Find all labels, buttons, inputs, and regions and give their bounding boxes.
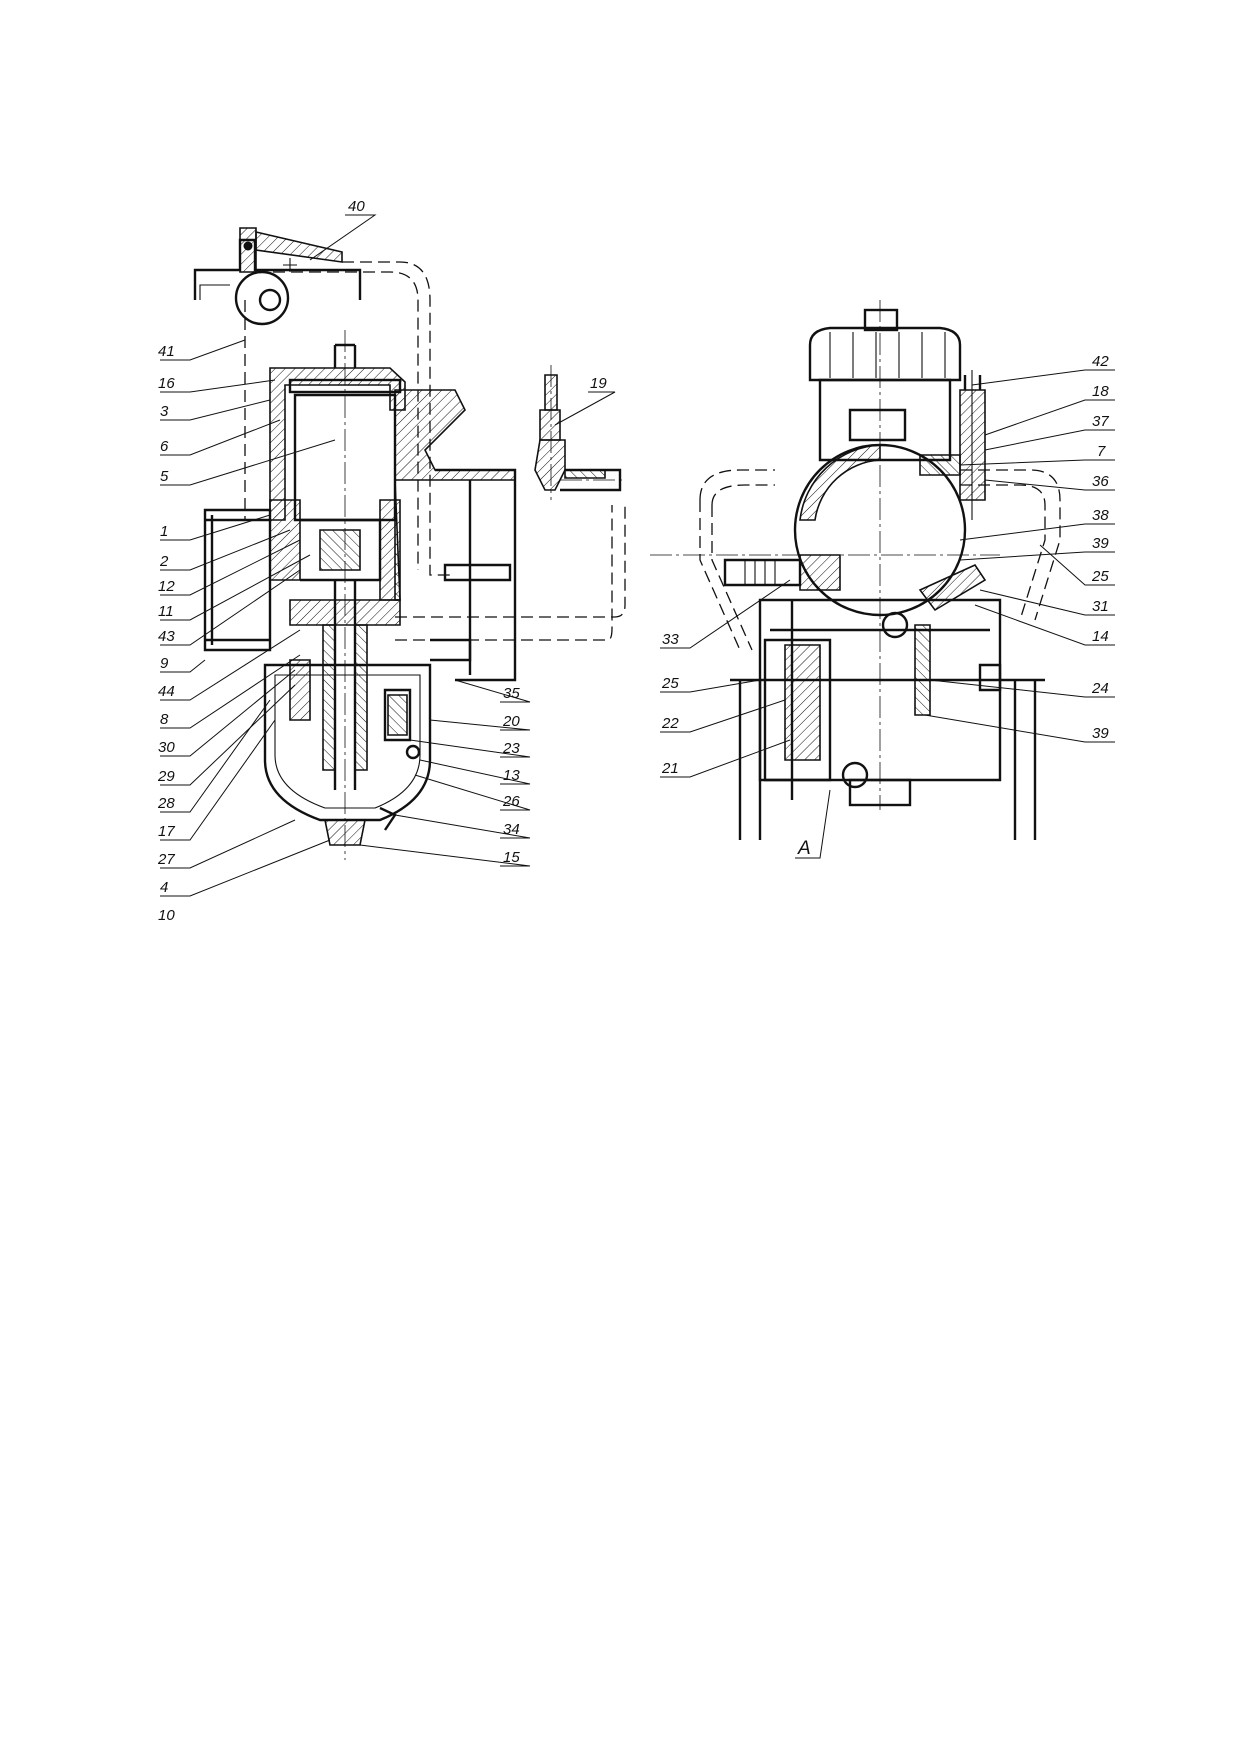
callout-24: 24 — [1091, 680, 1109, 697]
callout-31: 31 — [1092, 598, 1109, 615]
callout-33: 33 — [662, 631, 679, 648]
left-section-view — [193, 227, 626, 860]
callout-9: 9 — [160, 655, 169, 672]
callout-20: 20 — [502, 713, 520, 730]
callout-12: 12 — [158, 578, 175, 595]
callout-42: 42 — [1092, 353, 1109, 370]
callout-labels: 40 41 16 3 6 5 1 2 12 11 43 9 44 8 30 29… — [157, 198, 1109, 924]
callout-10: 10 — [158, 907, 175, 924]
callout-40: 40 — [348, 198, 365, 215]
callout-3: 3 — [160, 403, 169, 420]
callout-25: 25 — [1091, 568, 1109, 585]
callout-27: 27 — [157, 851, 175, 868]
right-side-view — [650, 300, 1061, 840]
callout-41: 41 — [158, 343, 175, 360]
callout-17: 17 — [158, 823, 175, 840]
callout-39: 39 — [1092, 535, 1109, 552]
callout-4: 4 — [160, 879, 168, 896]
callout-15: 15 — [503, 849, 520, 866]
callout-7: 7 — [1097, 443, 1106, 460]
callout-5: 5 — [160, 468, 169, 485]
callout-26: 26 — [502, 793, 520, 810]
callout-21: 21 — [661, 760, 679, 777]
callout-25-left: 25 — [661, 675, 679, 692]
callout-28: 28 — [157, 795, 175, 812]
callout-14: 14 — [1092, 628, 1109, 645]
callout-11: 11 — [158, 603, 174, 620]
callout-13: 13 — [503, 767, 520, 784]
callout-38: 38 — [1092, 507, 1109, 524]
callout-23: 23 — [502, 740, 520, 757]
callout-43: 43 — [158, 628, 175, 645]
callout-36: 36 — [1092, 473, 1109, 490]
callout-8: 8 — [160, 711, 169, 728]
callout-22: 22 — [661, 715, 679, 732]
callout-18: 18 — [1092, 383, 1109, 400]
callout-16: 16 — [158, 375, 175, 392]
callout-2: 2 — [159, 553, 169, 570]
callout-37: 37 — [1092, 413, 1109, 430]
callout-29: 29 — [157, 768, 175, 785]
callout-1: 1 — [160, 523, 168, 540]
callout-30: 30 — [158, 739, 175, 756]
fitting-detail — [534, 365, 625, 500]
section-mark-a: A — [797, 838, 811, 859]
callout-39-lower: 39 — [1092, 725, 1109, 742]
callout-leaders — [160, 214, 1115, 897]
callout-19: 19 — [590, 375, 607, 392]
callout-35: 35 — [503, 685, 520, 702]
callout-6: 6 — [160, 438, 169, 455]
callout-34: 34 — [503, 821, 520, 838]
callout-44: 44 — [158, 683, 175, 700]
